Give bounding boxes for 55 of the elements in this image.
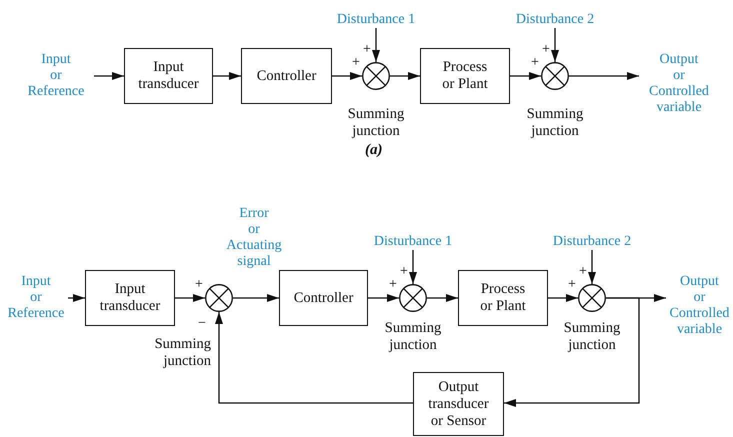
sign-label: +	[194, 278, 204, 292]
arrow	[94, 72, 124, 80]
sign-label: +	[530, 56, 540, 70]
junction-label: Summing junction	[154, 336, 211, 370]
junction-label: Summing junction	[526, 106, 584, 140]
signal-label: Disturbance 1	[363, 234, 463, 250]
summing-junction-symbol	[578, 284, 606, 312]
sign-label: +	[362, 43, 372, 57]
arrow	[548, 294, 578, 302]
summing-junction-symbol	[399, 284, 427, 312]
caption: (a)	[365, 142, 382, 159]
sign-label: +	[567, 278, 577, 292]
block-box: Process or Plant	[458, 270, 548, 326]
arrow	[372, 28, 380, 62]
sign-label: +	[388, 278, 398, 292]
signal-label: Disturbance 2	[505, 12, 605, 28]
signal-label: Disturbance 1	[326, 12, 426, 28]
arrow	[233, 294, 279, 302]
arrow	[213, 72, 241, 80]
arrow	[588, 250, 596, 284]
sign-label: +	[578, 265, 588, 279]
arrow	[215, 312, 413, 404]
arrow	[332, 72, 362, 80]
block-box: Output transducer or Sensor	[413, 372, 504, 436]
junction-label: Summing junction	[562, 320, 622, 354]
block-box: Process or Plant	[420, 48, 510, 104]
edge-label: Error or Actuating signal	[225, 206, 283, 270]
signal-label: Disturbance 2	[542, 234, 642, 250]
signal-label: Input or Reference	[4, 274, 68, 322]
block-box: Controller	[279, 270, 368, 326]
arrow	[504, 297, 640, 407]
sign-label: −	[197, 317, 207, 331]
arrow	[390, 72, 420, 80]
arrow	[569, 72, 639, 80]
signal-label: Output or Controlled variable	[639, 52, 719, 116]
summing-junction-symbol	[362, 62, 390, 90]
arrow	[409, 250, 417, 284]
arrow	[68, 294, 85, 302]
arrow	[551, 28, 559, 62]
sign-label: +	[351, 56, 361, 70]
summing-junction-symbol	[205, 284, 233, 312]
summing-junction-symbol	[541, 62, 569, 90]
block-box: Input transducer	[124, 48, 213, 104]
signal-label: Output or Controlled variable	[666, 274, 733, 338]
junction-label: Summing junction	[384, 320, 442, 354]
junction-label: Summing junction	[346, 106, 406, 140]
arrow	[427, 294, 458, 302]
arrow	[368, 294, 399, 302]
arrow	[175, 294, 205, 302]
sign-label: +	[541, 43, 551, 57]
signal-label: Input or Reference	[18, 52, 94, 100]
arrow	[510, 72, 541, 80]
block-box: Controller	[241, 48, 332, 104]
block-box: Input transducer	[85, 270, 175, 326]
sign-label: +	[399, 265, 409, 279]
